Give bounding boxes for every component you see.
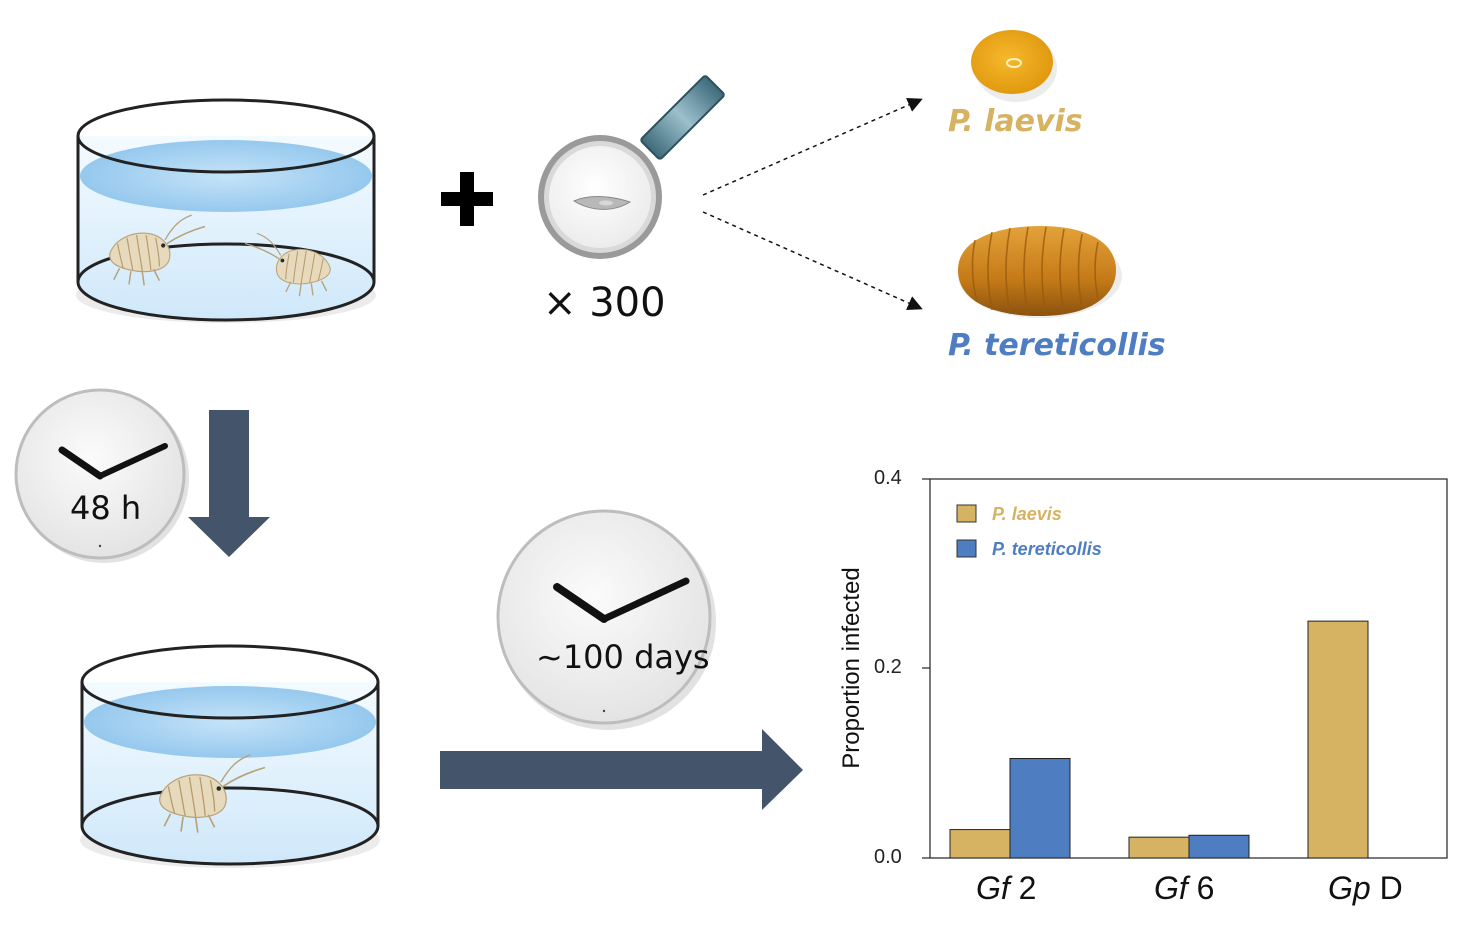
chart-frame	[929, 478, 1448, 859]
x-category-label: Gf 6	[1154, 870, 1215, 906]
parasite-egg-icon	[572, 196, 632, 210]
dashed-arrow-to-tereticollis	[702, 211, 923, 311]
bar-laevis	[1128, 836, 1190, 859]
cystacanth-icon	[971, 30, 1057, 102]
cystacanth-icon	[958, 226, 1122, 318]
x-category-label: Gf 2	[976, 870, 1037, 906]
clock-icon	[14, 388, 189, 563]
arrow-icon	[440, 729, 803, 810]
legend-label-tereticollis: P. tereticollis	[992, 539, 1102, 559]
chart-bars	[949, 620, 1369, 859]
y-tick-label: 0.0	[874, 846, 902, 868]
bar-chart	[922, 478, 1448, 859]
plus-sign	[441, 172, 493, 226]
bar-laevis	[949, 829, 1011, 859]
legend-swatch-laevis	[956, 504, 977, 523]
bar-laevis	[1307, 620, 1369, 859]
species-label-tereticollis: P. tereticollis	[948, 328, 1166, 363]
water-tank-icon	[76, 98, 376, 323]
y-axis-label: Proportion infected	[838, 567, 865, 769]
bar-tereticollis	[1009, 758, 1071, 859]
dashed-arrow-to-laevis	[702, 97, 923, 196]
clock-label-100-days: ~100 days	[536, 638, 710, 676]
magnifier-icon	[538, 75, 725, 259]
y-tick-label: 0.4	[874, 467, 902, 489]
water-tank-icon	[80, 644, 380, 868]
species-label-laevis: P. laevis	[948, 104, 1083, 139]
legend-label-laevis: P. laevis	[992, 504, 1062, 524]
bar-tereticollis	[1188, 834, 1250, 859]
arrow-icon	[188, 410, 270, 557]
clock-label-48h: 48 h	[70, 489, 142, 527]
y-tick-label: 0.2	[874, 656, 902, 678]
legend-swatch-tereticollis	[956, 539, 977, 558]
egg-count-label: × 300	[543, 280, 666, 326]
clock-icon	[496, 509, 716, 730]
x-category-label: Gp D	[1328, 870, 1403, 906]
